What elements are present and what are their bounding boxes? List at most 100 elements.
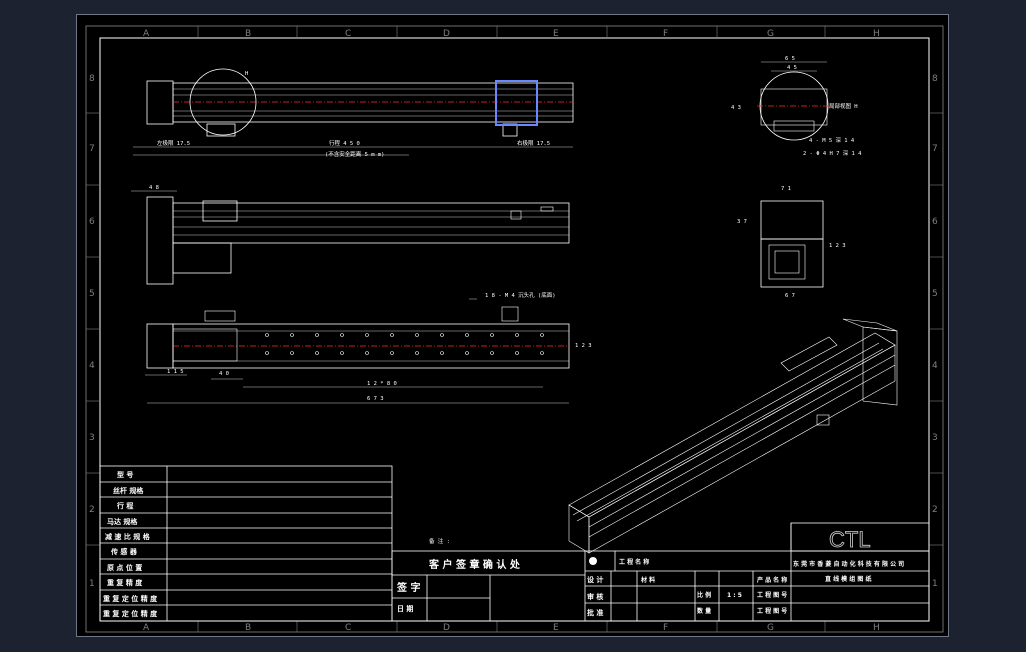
grid-letter: C <box>345 623 351 633</box>
grid-letter: D <box>443 29 450 39</box>
grid-number: 5 <box>89 289 95 299</box>
grid-number: 1 <box>89 579 95 589</box>
grid-letter: B <box>245 623 251 633</box>
drawing-svg: A B C D E F G H A B C D E F G H 8 7 <box>85 25 944 633</box>
scale-value: 1 : 5 <box>727 592 742 599</box>
grid-letter: H <box>873 29 880 39</box>
zone-ticks <box>86 26 943 632</box>
grid-number: 7 <box>932 144 938 154</box>
top-view[interactable]: H 左极限 17.5 行程 4 5 0 右极限 17.5 (不含安全距离 5 m… <box>133 68 574 158</box>
grid-letter: D <box>443 623 450 633</box>
product-name: 直 线 模 组 图 纸 <box>825 575 871 583</box>
mounting-holes <box>265 333 544 355</box>
spec-table <box>99 465 393 622</box>
material-label: 材 料 <box>640 576 655 584</box>
grid-number: 6 <box>89 217 95 227</box>
spec-row-label: 型 号 <box>117 470 133 479</box>
right-stroke-label: 右极限 17.5 <box>517 139 550 147</box>
grid-number: 8 <box>932 74 938 84</box>
grid-letter: A <box>143 29 150 39</box>
customer-confirm: 客 户 签 章 确 认 处 <box>428 558 521 571</box>
check-label: 审 核 <box>587 592 603 601</box>
dim-45: 4 5 <box>787 65 797 71</box>
drawing-no-label: 工 程 图 号 <box>757 591 787 599</box>
hole-note: 1 8 - M 4 沉头孔 (底面) <box>485 291 556 299</box>
grid-number: 6 <box>932 217 938 227</box>
dim-123-end: 1 2 3 <box>829 243 846 249</box>
note-m5: 4 - M 5 深 1 4 <box>809 136 855 144</box>
dim-71: 7 1 <box>781 186 791 192</box>
selection-box[interactable] <box>495 80 538 126</box>
logo-ctl: CTL <box>829 527 871 552</box>
grid-number: 7 <box>89 144 95 154</box>
detail-view-h[interactable]: 6 5 4 5 4 3 局部视图 H 4 - M 5 深 1 4 2 - Φ 4… <box>731 56 862 157</box>
stroke-label: 行程 4 5 0 <box>329 139 360 147</box>
detail-label: 局部视图 H <box>829 102 858 110</box>
grid-number: 3 <box>89 433 95 443</box>
grid-letter: H <box>873 623 880 633</box>
side-dim-48: 4 8 <box>149 185 159 191</box>
grid-letter: G <box>767 29 774 39</box>
company-name: 东 莞 市 香 菱 自 动 化 科 技 有 限 公 司 <box>793 560 904 568</box>
note-phi4: 2 - Φ 4 H 7 深 1 4 <box>803 149 862 157</box>
side-view[interactable]: 4 8 <box>131 185 570 285</box>
spec-row-label: 原 点 位 置 <box>107 563 142 572</box>
dim-65: 6 5 <box>785 56 795 62</box>
spec-row-label: 重 复 定 位 精 度 <box>103 594 158 603</box>
scale-label: 比 例 <box>697 591 711 599</box>
grid-number: 3 <box>932 433 938 443</box>
grid-number: 4 <box>89 361 95 371</box>
dim-673: 6 7 3 <box>367 396 384 402</box>
isometric-view[interactable] <box>568 318 898 554</box>
grid-letter: G <box>767 623 774 633</box>
design-label: 设 计 <box>587 575 603 584</box>
drawing-no-label-2: 工 程 图 号 <box>757 607 787 615</box>
bottom-view[interactable]: 1 8 - M 4 沉头孔 (底面) 1 2 3 1 1 5 4 0 1 2 *… <box>145 291 592 404</box>
approve-label: 批 准 <box>587 608 603 617</box>
dim-67: 6 7 <box>785 293 795 299</box>
title-block <box>391 522 930 622</box>
grid-numbers-right: 8 7 6 5 4 3 2 1 <box>932 74 938 589</box>
projection-symbol <box>589 557 597 565</box>
grid-numbers-left: 8 7 6 5 4 3 2 1 <box>89 74 95 589</box>
grid-number: 5 <box>932 289 938 299</box>
grid-letter: B <box>245 29 251 39</box>
spec-row-label: 行 程 <box>116 501 133 510</box>
dim-40: 4 0 <box>219 371 229 377</box>
grid-letter: A <box>143 623 150 633</box>
spec-row-label: 重 复 精 度 <box>107 578 143 587</box>
grid-letters-top: A B C D E F G H <box>143 29 880 39</box>
grid-letter: E <box>553 623 559 633</box>
grid-letter: F <box>663 29 668 39</box>
spec-row-label: 马达 规格 <box>107 517 138 526</box>
grid-number: 2 <box>89 505 95 515</box>
dim-43: 4 3 <box>731 105 741 111</box>
dim-37: 3 7 <box>737 219 747 225</box>
grid-letter: F <box>663 623 668 633</box>
spec-row-label: 减 速 比 规 格 <box>105 532 151 541</box>
drawing-viewport[interactable]: A B C D E F G H A B C D E F G H 8 7 <box>76 14 949 637</box>
grid-letters-bottom: A B C D E F G H <box>143 623 880 633</box>
grid-number: 2 <box>932 505 938 515</box>
product-label: 产 品 名 称 <box>757 576 787 584</box>
grid-number: 8 <box>89 74 95 84</box>
grid-number: 4 <box>932 361 938 371</box>
left-stroke-label: 左极限 17.5 <box>157 139 190 147</box>
spec-row-label: 丝杆 规格 <box>113 486 144 495</box>
dim-115: 1 1 5 <box>167 369 184 375</box>
grid-number: 1 <box>932 579 938 589</box>
total-label: (不含安全距离 5 m m) <box>325 150 385 158</box>
grid-letter: C <box>345 29 351 39</box>
detail-marker: H <box>245 71 248 77</box>
project-name-label: 工 程 名 称 <box>619 558 649 566</box>
spec-row-label: 传 感 器 <box>110 547 138 556</box>
grid-letter: E <box>553 29 559 39</box>
spec-row-label: 重 复 定 位 精 度 <box>103 609 158 618</box>
dim-12x80: 1 2 * 8 0 <box>367 381 397 387</box>
remark-label: 备 注 : <box>429 537 450 545</box>
spec-table-labels: 型 号 丝杆 规格 行 程 马达 规格 减 速 比 规 格 传 感 器 原 点 … <box>103 470 158 618</box>
dim-123-bottom: 1 2 3 <box>575 343 592 349</box>
title-block-text: 备 注 : 客 户 签 章 确 认 处 签 字 日 期 CTL 东 莞 市 香 … <box>396 527 904 617</box>
end-view[interactable]: 7 1 3 7 1 2 3 6 7 <box>737 186 846 299</box>
